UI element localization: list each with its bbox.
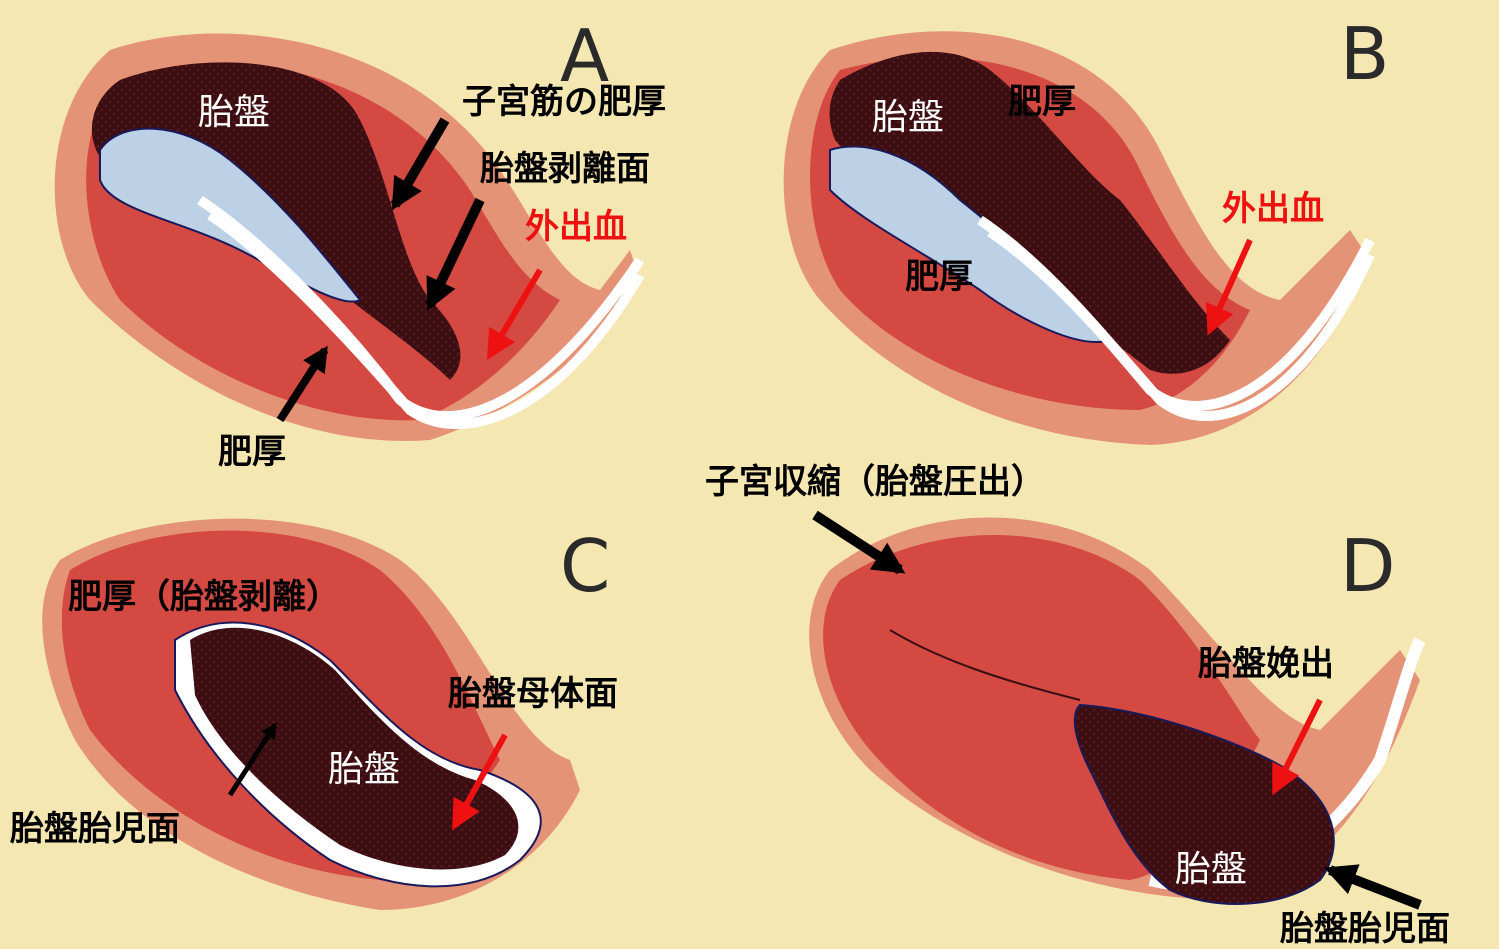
- panel-b-bleeding-label: 外出血: [1222, 192, 1324, 226]
- panel-c-fetal-label: 胎盤胎児面: [10, 812, 180, 846]
- panel-d-delivery-label: 胎盤娩出: [1198, 647, 1334, 681]
- panel-b: [784, 31, 1370, 445]
- panel-c-separation-label: 肥厚（胎盤剥離）: [68, 580, 340, 614]
- panel-a-bleeding-label: 外出血: [525, 210, 627, 244]
- panel-d-contraction-label: 子宮収縮（胎盤圧出）: [705, 465, 1045, 499]
- panel-a-placenta-label: 胎盤: [198, 95, 270, 131]
- panel-a-myometrium-label: 子宮筋の肥厚: [462, 85, 666, 119]
- panel-c-letter: C: [560, 530, 610, 602]
- panel-a-separation-label: 胎盤剥離面: [480, 152, 650, 186]
- arrow-d-fetal: [1330, 870, 1420, 905]
- panel-b-thickening-lower-label: 肥厚: [905, 260, 973, 294]
- panel-c-placenta-label: 胎盤: [328, 752, 400, 788]
- panel-d-letter: D: [1340, 530, 1395, 602]
- panel-d-placenta-label: 胎盤: [1175, 852, 1247, 888]
- panel-a-thickening-label: 肥厚: [218, 435, 286, 469]
- panel-b-placenta-label: 胎盤: [872, 100, 944, 136]
- panel-c-maternal-label: 胎盤母体面: [448, 677, 618, 711]
- panel-d: [809, 518, 1420, 904]
- panel-d-fetal-partial-label: 胎盤胎児面: [1280, 912, 1450, 946]
- panel-b-letter: B: [1340, 18, 1389, 90]
- panel-b-thickening-upper-label: 肥厚: [1008, 85, 1076, 119]
